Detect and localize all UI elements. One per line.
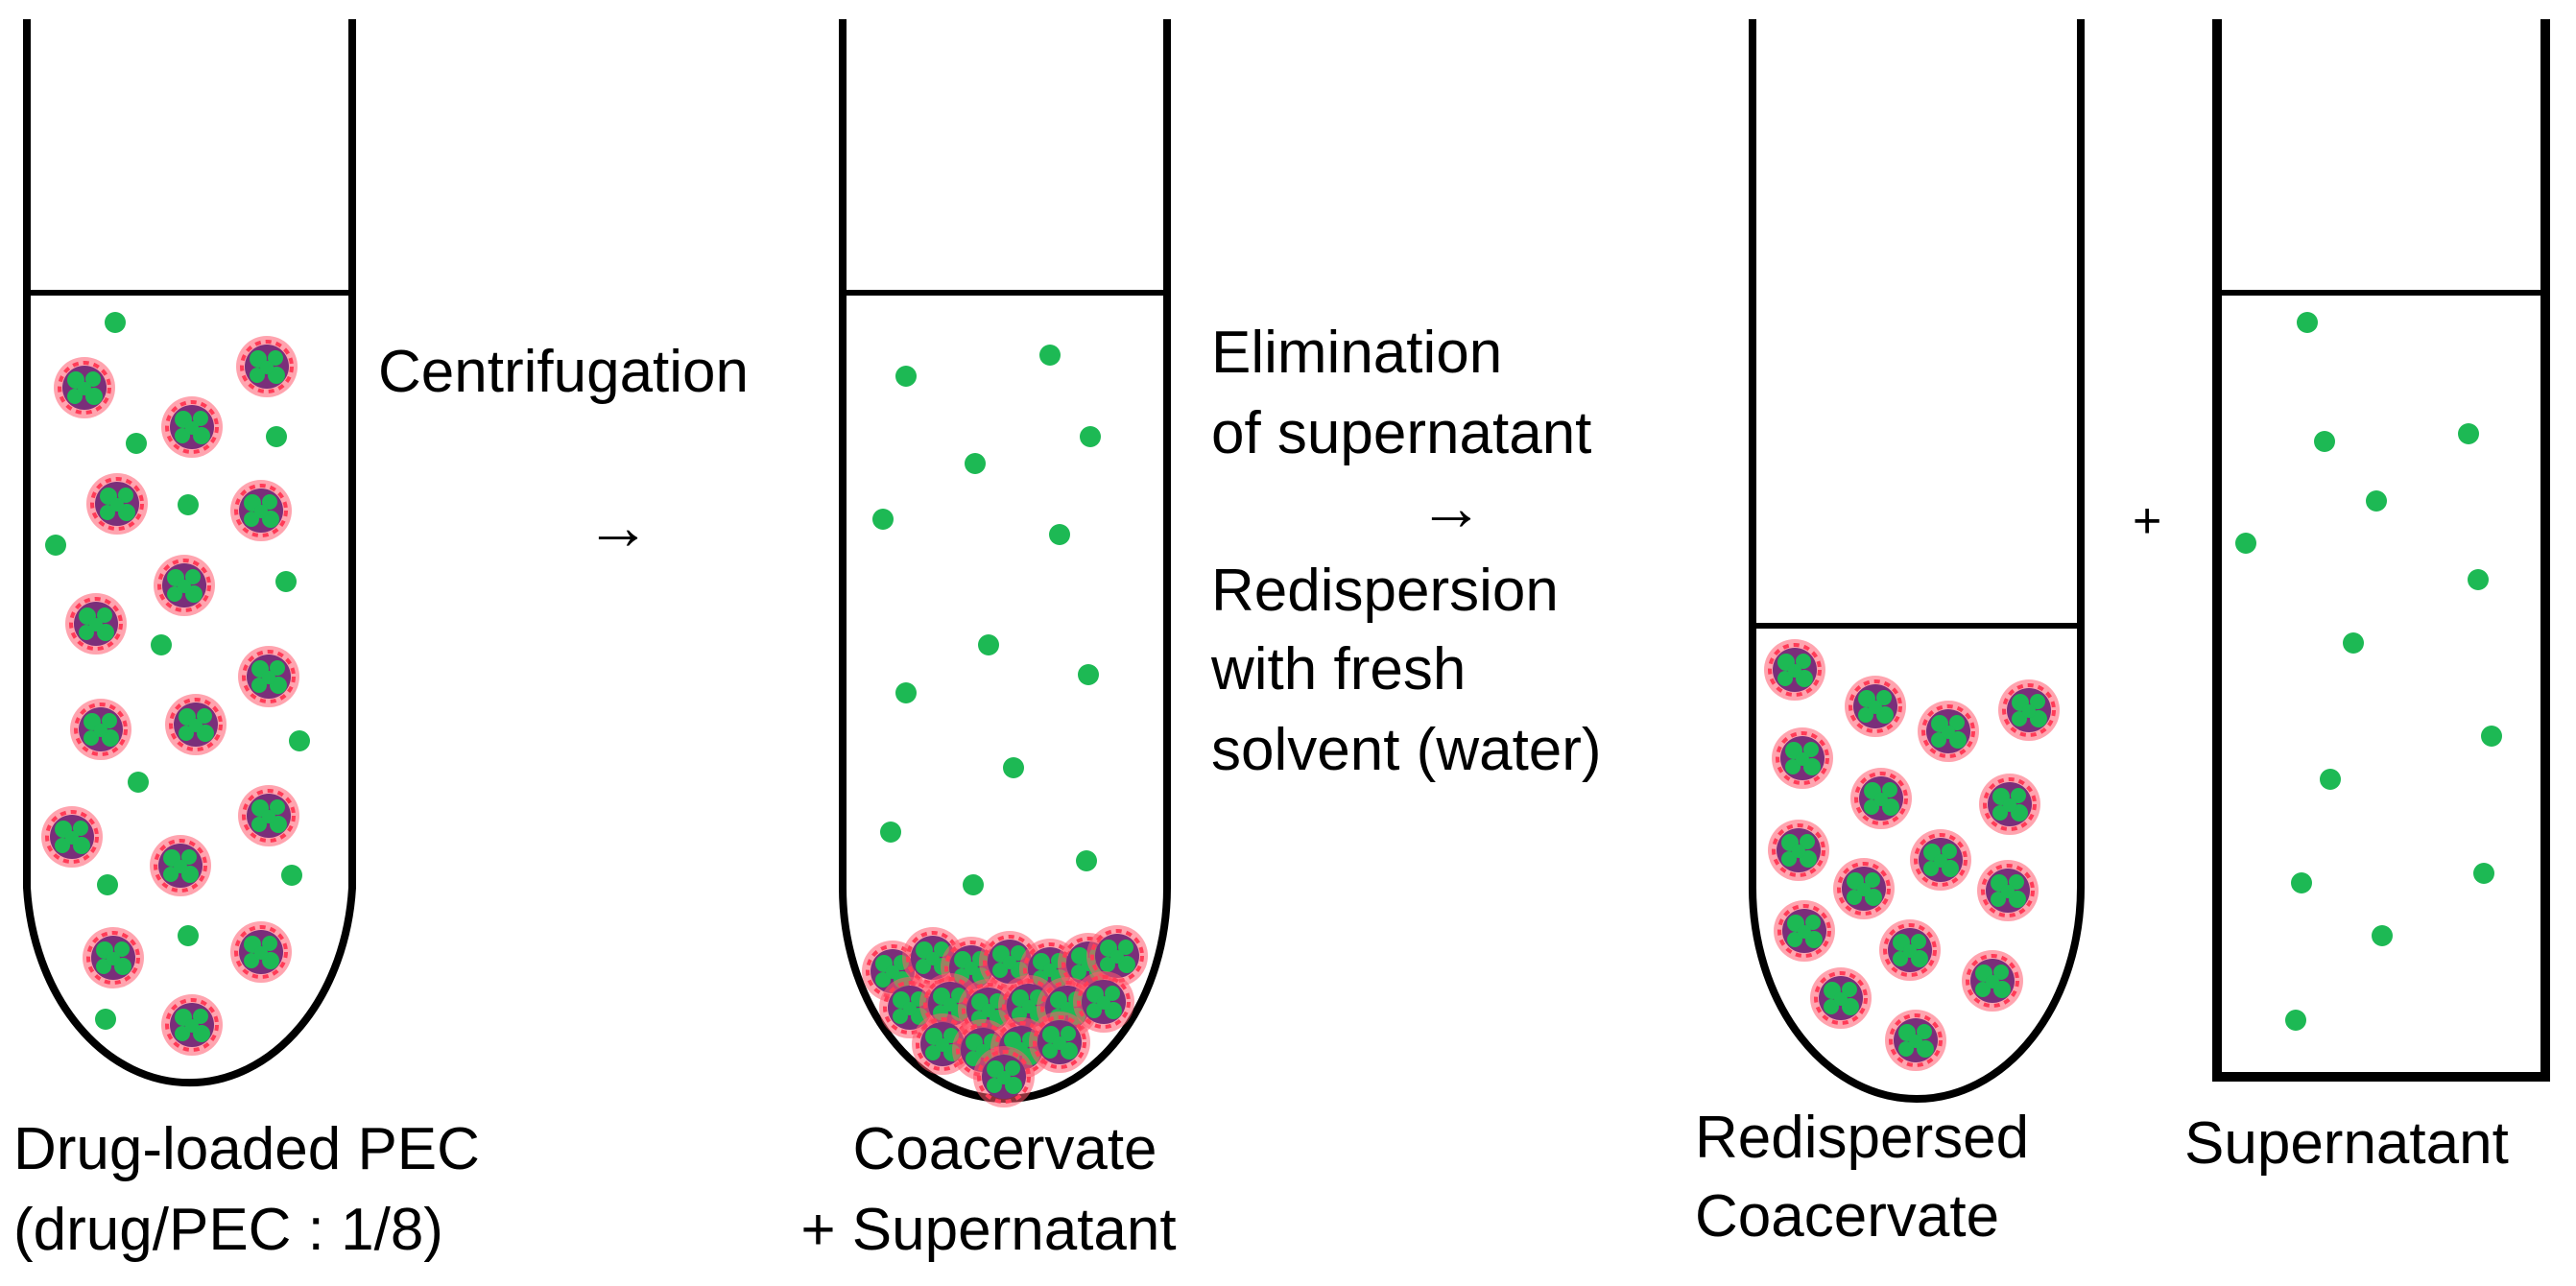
- tube2-caption-line2: + Supernatant: [800, 1197, 1176, 1263]
- tube4-free-drug: [2235, 312, 2502, 1031]
- step-redispersion-line3: solvent (water): [1211, 717, 1602, 783]
- tube1-caption-line1: Drug-loaded PEC: [13, 1116, 480, 1182]
- step-elimination-line2: of supernatant: [1211, 400, 1591, 466]
- tube2-free-drug: [872, 345, 1101, 895]
- step-centrifugation-label: Centrifugation: [378, 339, 749, 405]
- tube1-free-drug: [45, 312, 310, 1030]
- tube3-outline: [1749, 19, 2085, 1103]
- tube3-caption-line1: Redispersed: [1695, 1105, 2029, 1171]
- tube2-coacervate-pellet: [860, 923, 1150, 1109]
- tube1-pec-particles: [39, 334, 301, 1058]
- step-elimination-line1: Elimination: [1211, 320, 1502, 386]
- tube1-outline: [23, 19, 356, 1087]
- step-redispersion-line1: Redispersion: [1211, 558, 1559, 624]
- right-arrow-icon: →: [585, 490, 651, 563]
- tube3-caption-line2: Coacervate: [1695, 1183, 1999, 1250]
- plus-icon: +: [2133, 493, 2161, 549]
- tube-redispersed-coacervate: Redispersed Coacervate: [1695, 19, 2085, 1250]
- tube-drug-loaded-pec: Drug-loaded PEC (drug/PEC : 1/8): [13, 19, 480, 1263]
- tube-supernatant: Supernatant: [2184, 19, 2550, 1177]
- tube3-pec-particles: [1762, 637, 2062, 1073]
- right-arrow-icon: →: [1419, 471, 1484, 544]
- tube-coacervate-supernatant: Coacervate + Supernatant: [800, 19, 1177, 1263]
- tube4-outline: [2212, 19, 2550, 1082]
- step-redispersion-line2: with fresh: [1210, 636, 1466, 703]
- tube1-caption-line2: (drug/PEC : 1/8): [13, 1197, 443, 1263]
- tube2-caption-line1: Coacervate: [852, 1116, 1157, 1182]
- tube4-caption: Supernatant: [2184, 1110, 2509, 1177]
